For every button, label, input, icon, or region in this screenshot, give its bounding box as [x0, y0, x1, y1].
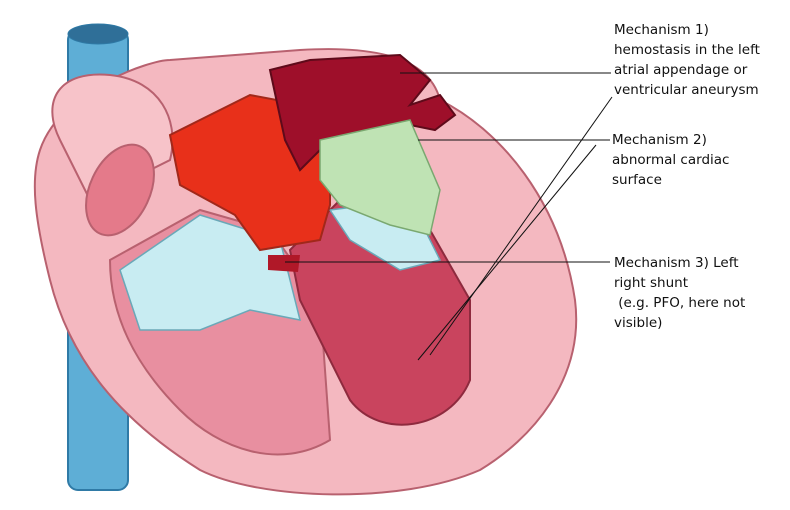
label-line: (e.g. PFO, here not: [614, 295, 746, 311]
label-line: right shunt: [614, 275, 689, 291]
mechanism-2-label: Mechanism 2) abnormal cardiac surface: [612, 130, 729, 190]
label-line: Mechanism 3) Left: [614, 255, 739, 271]
label-line: ventricular aneurysm: [614, 82, 759, 98]
aorta-opening: [85, 143, 155, 237]
label-line: atrial appendage or: [614, 62, 748, 78]
label-line: visible): [614, 315, 663, 331]
left-atrial-appendage-thrombus: [268, 53, 457, 172]
label-line: abnormal cardiac: [612, 152, 730, 168]
shunt-region: [268, 255, 300, 272]
label-line: Mechanism 1): [614, 22, 709, 38]
vena-cava-opening: [67, 23, 129, 45]
label-line: Mechanism 2): [612, 132, 707, 148]
abnormal-surface-thrombus: [319, 119, 441, 236]
pointer-line-2c: [417, 144, 597, 361]
label-line: hemostasis in the left: [614, 42, 760, 58]
mechanism-3-label: Mechanism 3) Left right shunt (e.g. PFO,…: [614, 253, 745, 333]
mechanism-1-label: Mechanism 1) hemostasis in the left atri…: [614, 20, 760, 100]
label-line: surface: [612, 172, 662, 188]
pointer-line-2b: [429, 96, 613, 356]
